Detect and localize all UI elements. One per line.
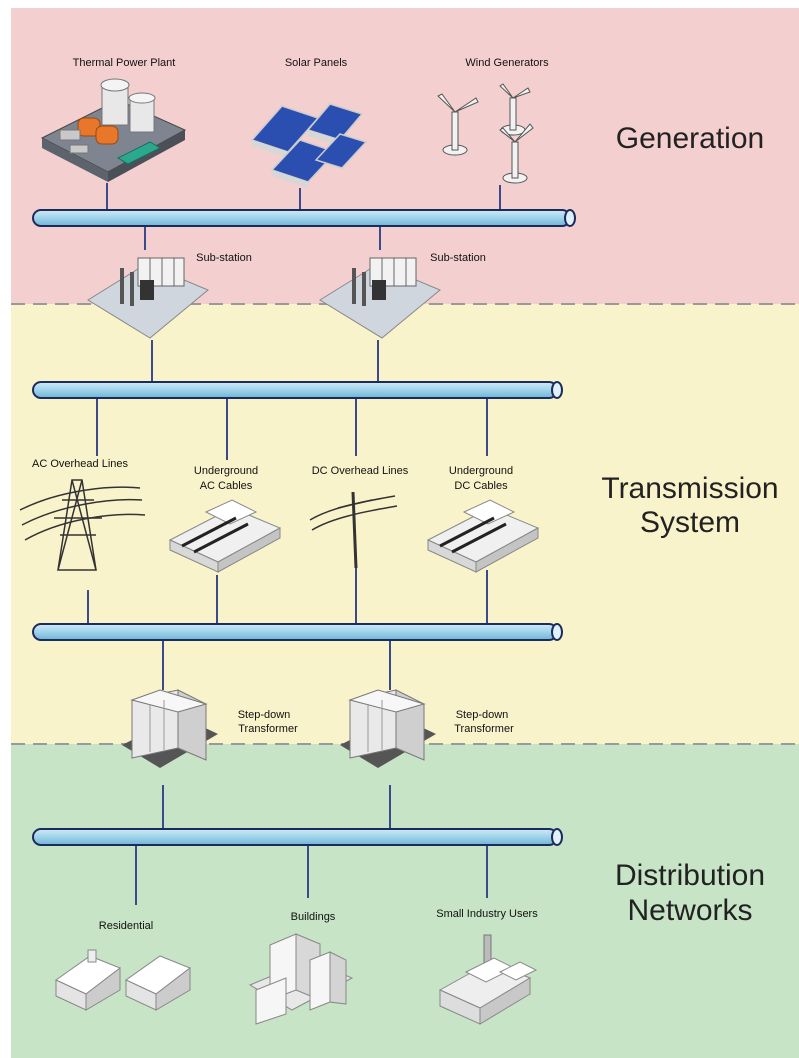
bus-bar-transmission-top — [32, 381, 563, 399]
transformer-2-icon — [340, 689, 436, 768]
ac-overhead-label: AC Overhead Lines — [32, 458, 128, 470]
connector-lines — [87, 183, 501, 905]
substation-2-label: Sub-station — [430, 252, 486, 264]
bus-bar-transmission-bottom — [32, 623, 563, 641]
ug-ac-label-line1: Underground — [194, 465, 258, 477]
buildings-label: Buildings — [291, 911, 336, 923]
dc-overhead-label: DC Overhead Lines — [312, 465, 409, 477]
substation-1-label: Sub-station — [196, 252, 252, 264]
ug-ac-label-line2: AC Cables — [200, 480, 253, 492]
transformer-1-label-line2: Transformer — [238, 723, 298, 735]
substation-2-icon — [319, 257, 441, 339]
ac-pylon-icon — [19, 479, 146, 571]
dc-pole-icon — [309, 491, 398, 569]
transmission-label-line1: Transmission — [601, 472, 778, 505]
wind-generators-label: Wind Generators — [465, 57, 549, 69]
transmission-region — [11, 304, 799, 744]
ug-dc-label-line2: DC Cables — [454, 480, 508, 492]
ug-dc-cables-icon — [426, 499, 540, 573]
thermal-plant-icon — [40, 78, 187, 182]
thermal-plant-label: Thermal Power Plant — [73, 57, 176, 69]
ug-ac-cables-icon — [168, 499, 282, 573]
transformer-2-label-line2: Transformer — [454, 723, 514, 735]
small-industry-icon — [438, 934, 538, 1025]
bus-bar-distribution — [32, 828, 563, 846]
transformer-2-label-line1: Step-down — [456, 709, 509, 721]
residential-houses-icon — [55, 949, 192, 1011]
solar-panels-label: Solar Panels — [285, 57, 348, 69]
generation-label: Generation — [616, 122, 764, 155]
distribution-label-line2: Networks — [627, 894, 752, 927]
solar-panels-icon — [250, 103, 368, 188]
residential-label: Residential — [99, 920, 153, 932]
distribution-region — [11, 744, 799, 1058]
transformer-1-icon — [122, 689, 218, 768]
ug-dc-label-line1: Underground — [449, 465, 513, 477]
substation-1-icon — [87, 257, 209, 339]
bus-bar-generation — [32, 209, 576, 227]
transmission-label-line2: System — [640, 506, 740, 539]
small-industry-label: Small Industry Users — [436, 908, 538, 920]
wind-generators-icon — [437, 83, 534, 184]
distribution-label-line1: Distribution — [615, 859, 765, 892]
buildings-icon — [248, 933, 354, 1025]
transformer-1-label-line1: Step-down — [238, 709, 291, 721]
